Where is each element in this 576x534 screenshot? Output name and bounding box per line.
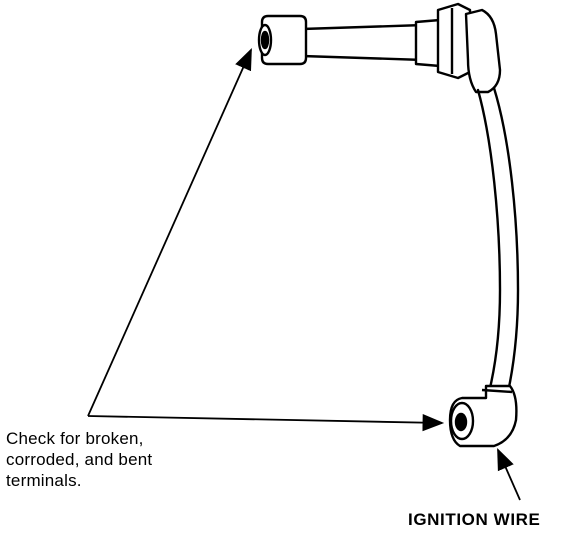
callout-line-3: terminals. (6, 471, 82, 490)
ignition-wire-label: IGNITION WIRE (408, 510, 541, 529)
callout-line-2: corroded, and bent (6, 450, 153, 469)
ignition-wire-cable (476, 86, 520, 394)
upper-elbow-boot (464, 8, 502, 94)
terminal-check-callout: Check for broken, corroded, and bent ter… (6, 428, 226, 491)
upper-terminal-boot (257, 2, 472, 80)
leader-to-upper-terminal (87, 48, 252, 417)
lower-terminal-boot (448, 384, 518, 448)
callout-leaders (87, 48, 445, 432)
leader-to-ignition-wire (497, 448, 521, 501)
callout-line-1: Check for broken, (6, 429, 144, 448)
leader-to-lower-terminal (87, 413, 445, 432)
